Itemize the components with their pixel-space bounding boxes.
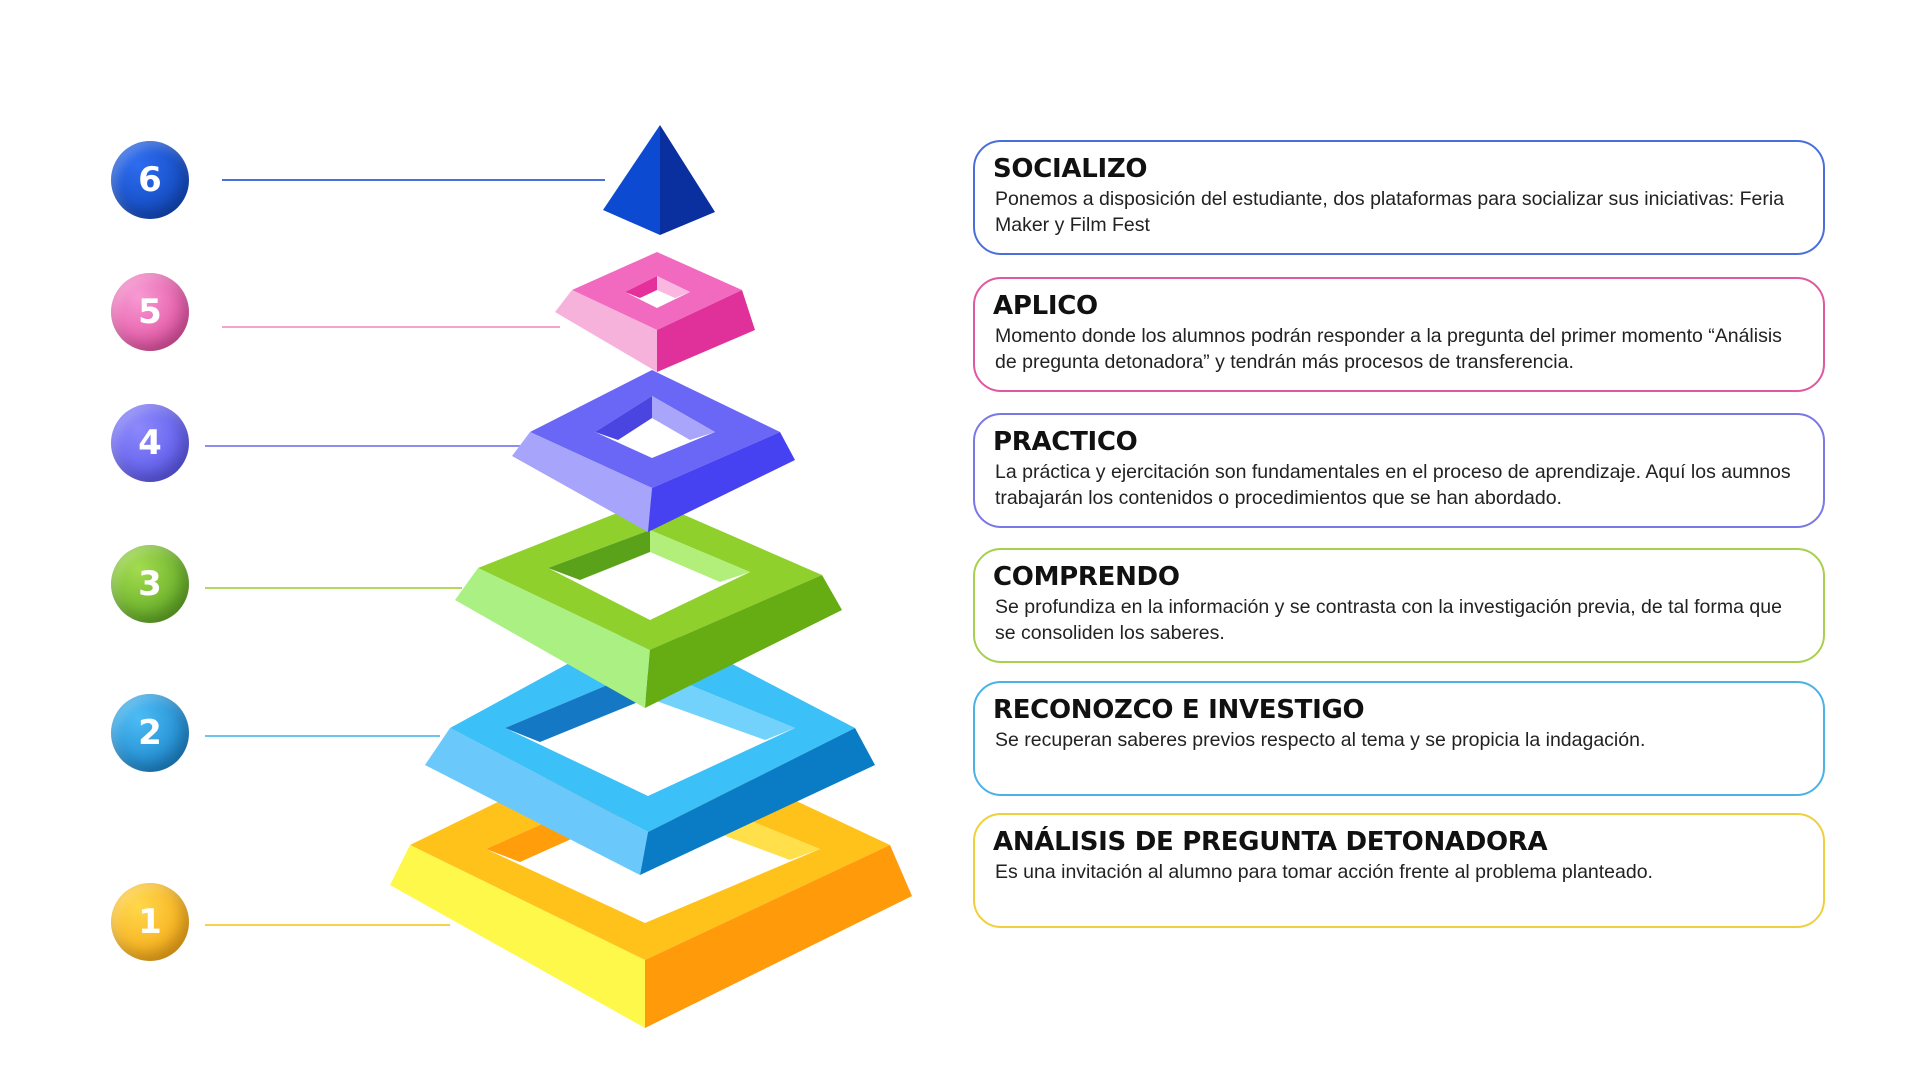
level-card-1: ANÁLISIS DE PREGUNTA DETONADORA Es una i… [973,813,1825,928]
level-card-4: PRACTICO La práctica y ejercitación son … [973,413,1825,528]
pyramid-level-5 [555,252,755,372]
badge-number: 2 [138,713,162,753]
card-description: Ponemos a disposición del estudiante, do… [995,188,1785,236]
card-title: COMPRENDO [993,562,1180,592]
badge-number: 4 [138,423,162,463]
card-title: SOCIALIZO [993,154,1148,184]
level-card-3: COMPRENDO Se profundiza en la informació… [973,548,1825,663]
card-description: Momento donde los alumnos podrán respond… [995,325,1782,373]
level-card-6: SOCIALIZO Ponemos a disposición del estu… [973,140,1825,255]
card-title: PRACTICO [993,427,1138,457]
pyramid-level-4 [512,370,795,532]
badge-number: 3 [138,564,162,604]
card-title: APLICO [993,291,1098,321]
level-badge-5: 5 [111,273,189,351]
level-card-5: APLICO Momento donde los alumnos podrán … [973,277,1825,392]
card-description: Es una invitación al alumno para tomar a… [995,861,1653,883]
badge-number: 6 [138,160,162,200]
card-description: Se recuperan saberes previos respecto al… [995,729,1646,751]
card-description: Se profundiza en la información y se con… [995,596,1782,644]
connector-lines [205,179,605,926]
pyramid-level-6 [603,125,715,235]
level-badge-4: 4 [111,404,189,482]
card-title: ANÁLISIS DE PREGUNTA DETONADORA [993,827,1548,857]
level-badge-3: 3 [111,545,189,623]
card-description: La práctica y ejercitación son fundament… [995,461,1791,509]
level-badge-2: 2 [111,694,189,772]
badge-number: 1 [138,902,162,942]
badge-number: 5 [138,292,162,332]
card-title: RECONOZCO E INVESTIGO [993,695,1365,725]
level-card-2: RECONOZCO E INVESTIGO Se recuperan saber… [973,681,1825,796]
level-badge-6: 6 [111,141,189,219]
pyramid-level-3 [455,500,842,708]
pyramid-level-2 [425,620,875,875]
level-badge-1: 1 [111,883,189,961]
